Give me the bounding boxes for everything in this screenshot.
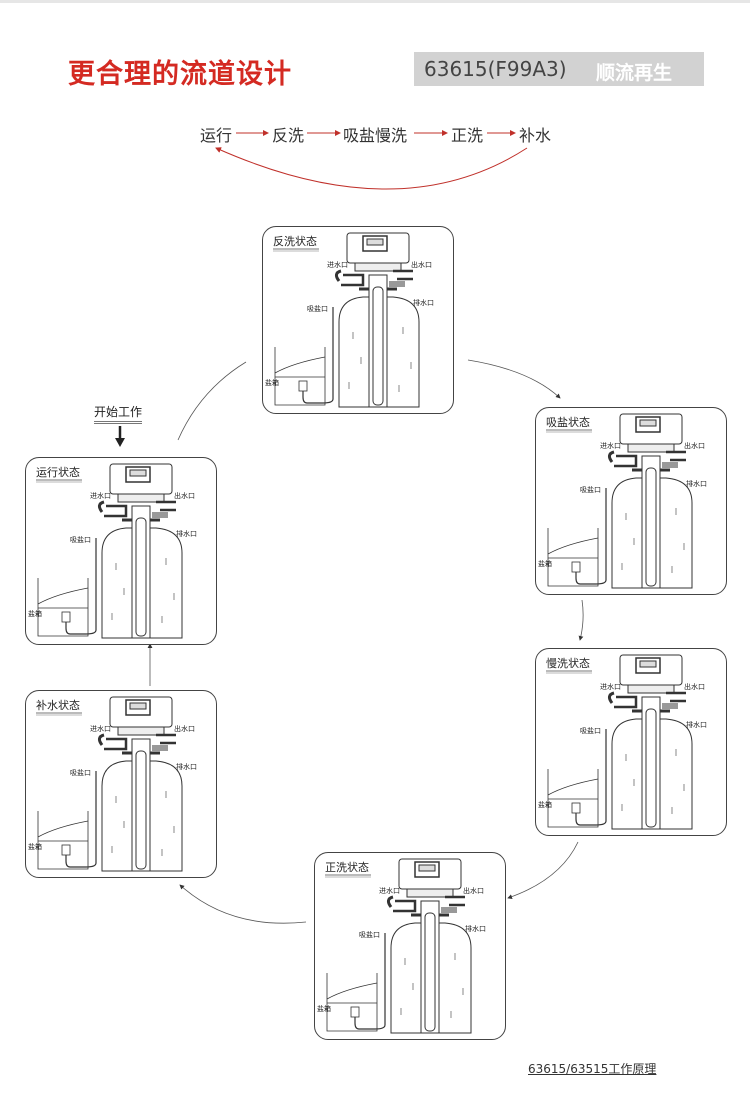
brine-tank-label: 盐箱 <box>28 609 42 618</box>
control-valve-head <box>398 858 462 898</box>
control-valve-head <box>619 654 683 694</box>
flow-step-refill: 补水 <box>519 126 552 145</box>
panel-title: 补水状态 <box>36 698 80 712</box>
start-arrow <box>115 426 125 447</box>
control-valve-head <box>619 413 683 453</box>
outlet-label: 出水口 <box>684 441 705 450</box>
outlet-label: 出水口 <box>174 491 195 500</box>
panel-title: 吸盐状态 <box>546 415 590 429</box>
outlet-label: 出水口 <box>174 724 195 733</box>
brine-tank-label: 盐箱 <box>28 842 42 851</box>
brine-port-label: 吸盐口 <box>70 768 91 777</box>
inlet-label: 进水口 <box>379 886 400 895</box>
panel-slow-rinse: 慢洗状态 进水口 出水口 排水口 吸盐口 盐箱 <box>535 648 727 836</box>
outlet-label: 出水口 <box>684 682 705 691</box>
drain-label: 排水口 <box>176 529 197 538</box>
outlet-label: 出水口 <box>411 260 432 269</box>
top-divider <box>0 0 750 3</box>
panel-brine-draw: 吸盐状态 进水口 出水口 排水口 吸盐口 盐箱 <box>535 407 727 595</box>
panel-refill: 补水状态 进水口 出水口 排水口 吸盐口 盐箱 <box>25 690 217 878</box>
panel-title: 反洗状态 <box>273 234 317 248</box>
caption: 63615/63515工作原理 <box>528 1062 657 1076</box>
cycle-arrow <box>578 599 584 641</box>
brine-port-label: 吸盐口 <box>580 485 601 494</box>
panel-fast-rinse: 正洗状态 进水口 出水口 排水口 吸盐口 盐箱 <box>314 852 506 1040</box>
panel-backwash: 反洗状态 进水口 出水口 排水口 吸盐口 盐箱 <box>262 226 454 414</box>
brine-tank <box>547 729 607 828</box>
brine-port-label: 吸盐口 <box>70 535 91 544</box>
brine-tank-label: 盐箱 <box>538 559 552 568</box>
flow-marks <box>348 327 412 392</box>
flow-step-brine-slow-rinse: 吸盐慢洗 <box>343 126 408 145</box>
inlet-label: 进水口 <box>90 491 111 500</box>
brine-port-label: 吸盐口 <box>307 304 328 313</box>
start-label: 开始工作 <box>94 403 143 424</box>
control-valve-head <box>109 463 173 503</box>
softener-tank <box>607 450 693 589</box>
flow-marks <box>621 749 685 814</box>
inlet-label: 进水口 <box>327 260 348 269</box>
drain-label: 排水口 <box>465 924 486 933</box>
cycle-arrow <box>179 884 307 924</box>
inlet-label: 进水口 <box>600 441 621 450</box>
inlet-label: 进水口 <box>90 724 111 733</box>
brine-tank <box>547 488 607 587</box>
brine-port-label: 吸盐口 <box>580 726 601 735</box>
flow-marks <box>111 791 175 856</box>
softener-tank <box>334 269 420 408</box>
brine-tank <box>274 307 334 406</box>
drain-label: 排水口 <box>176 762 197 771</box>
drain-label: 排水口 <box>686 479 707 488</box>
return-arrow <box>215 147 528 190</box>
brine-tank-label: 盐箱 <box>317 1004 331 1013</box>
flow-step-backwash: 反洗 <box>272 126 305 145</box>
cycle-arrow <box>177 361 247 441</box>
panel-title: 正洗状态 <box>325 860 369 874</box>
control-valve-head <box>109 696 173 736</box>
outlet-label: 出水口 <box>463 886 484 895</box>
brine-port-label: 吸盐口 <box>359 930 380 939</box>
cycle-arrow <box>507 841 579 899</box>
brine-tank <box>37 538 97 637</box>
flow-marks <box>621 508 685 573</box>
flow-step-run: 运行 <box>200 126 233 145</box>
flow-marks <box>111 558 175 623</box>
cycle-arrow <box>467 359 561 399</box>
softener-tank <box>386 895 472 1034</box>
panel-title: 慢洗状态 <box>546 656 590 670</box>
softener-tank <box>607 691 693 830</box>
model-badge: 63615(F99A3) 顺流再生 <box>414 52 704 86</box>
brine-tank-label: 盐箱 <box>538 800 552 809</box>
model-number: 63615(F99A3) <box>424 57 567 81</box>
flow-marks <box>400 953 464 1018</box>
brine-tank-label: 盐箱 <box>265 378 279 387</box>
drain-label: 排水口 <box>686 720 707 729</box>
softener-tank <box>97 733 183 872</box>
softener-tank <box>97 500 183 639</box>
inlet-label: 进水口 <box>600 682 621 691</box>
control-valve-head <box>346 232 410 272</box>
drain-label: 排水口 <box>413 298 434 307</box>
panel-title: 运行状态 <box>36 465 80 479</box>
brine-tank <box>326 933 386 1032</box>
regeneration-mode: 顺流再生 <box>596 62 673 84</box>
page-title: 更合理的流道设计 <box>68 59 292 90</box>
brine-tank <box>37 771 97 870</box>
flow-step-fast-rinse: 正洗 <box>451 126 484 145</box>
panel-service: 运行状态 进水口 出水口 排水口 吸盐口 盐箱 <box>25 457 217 645</box>
